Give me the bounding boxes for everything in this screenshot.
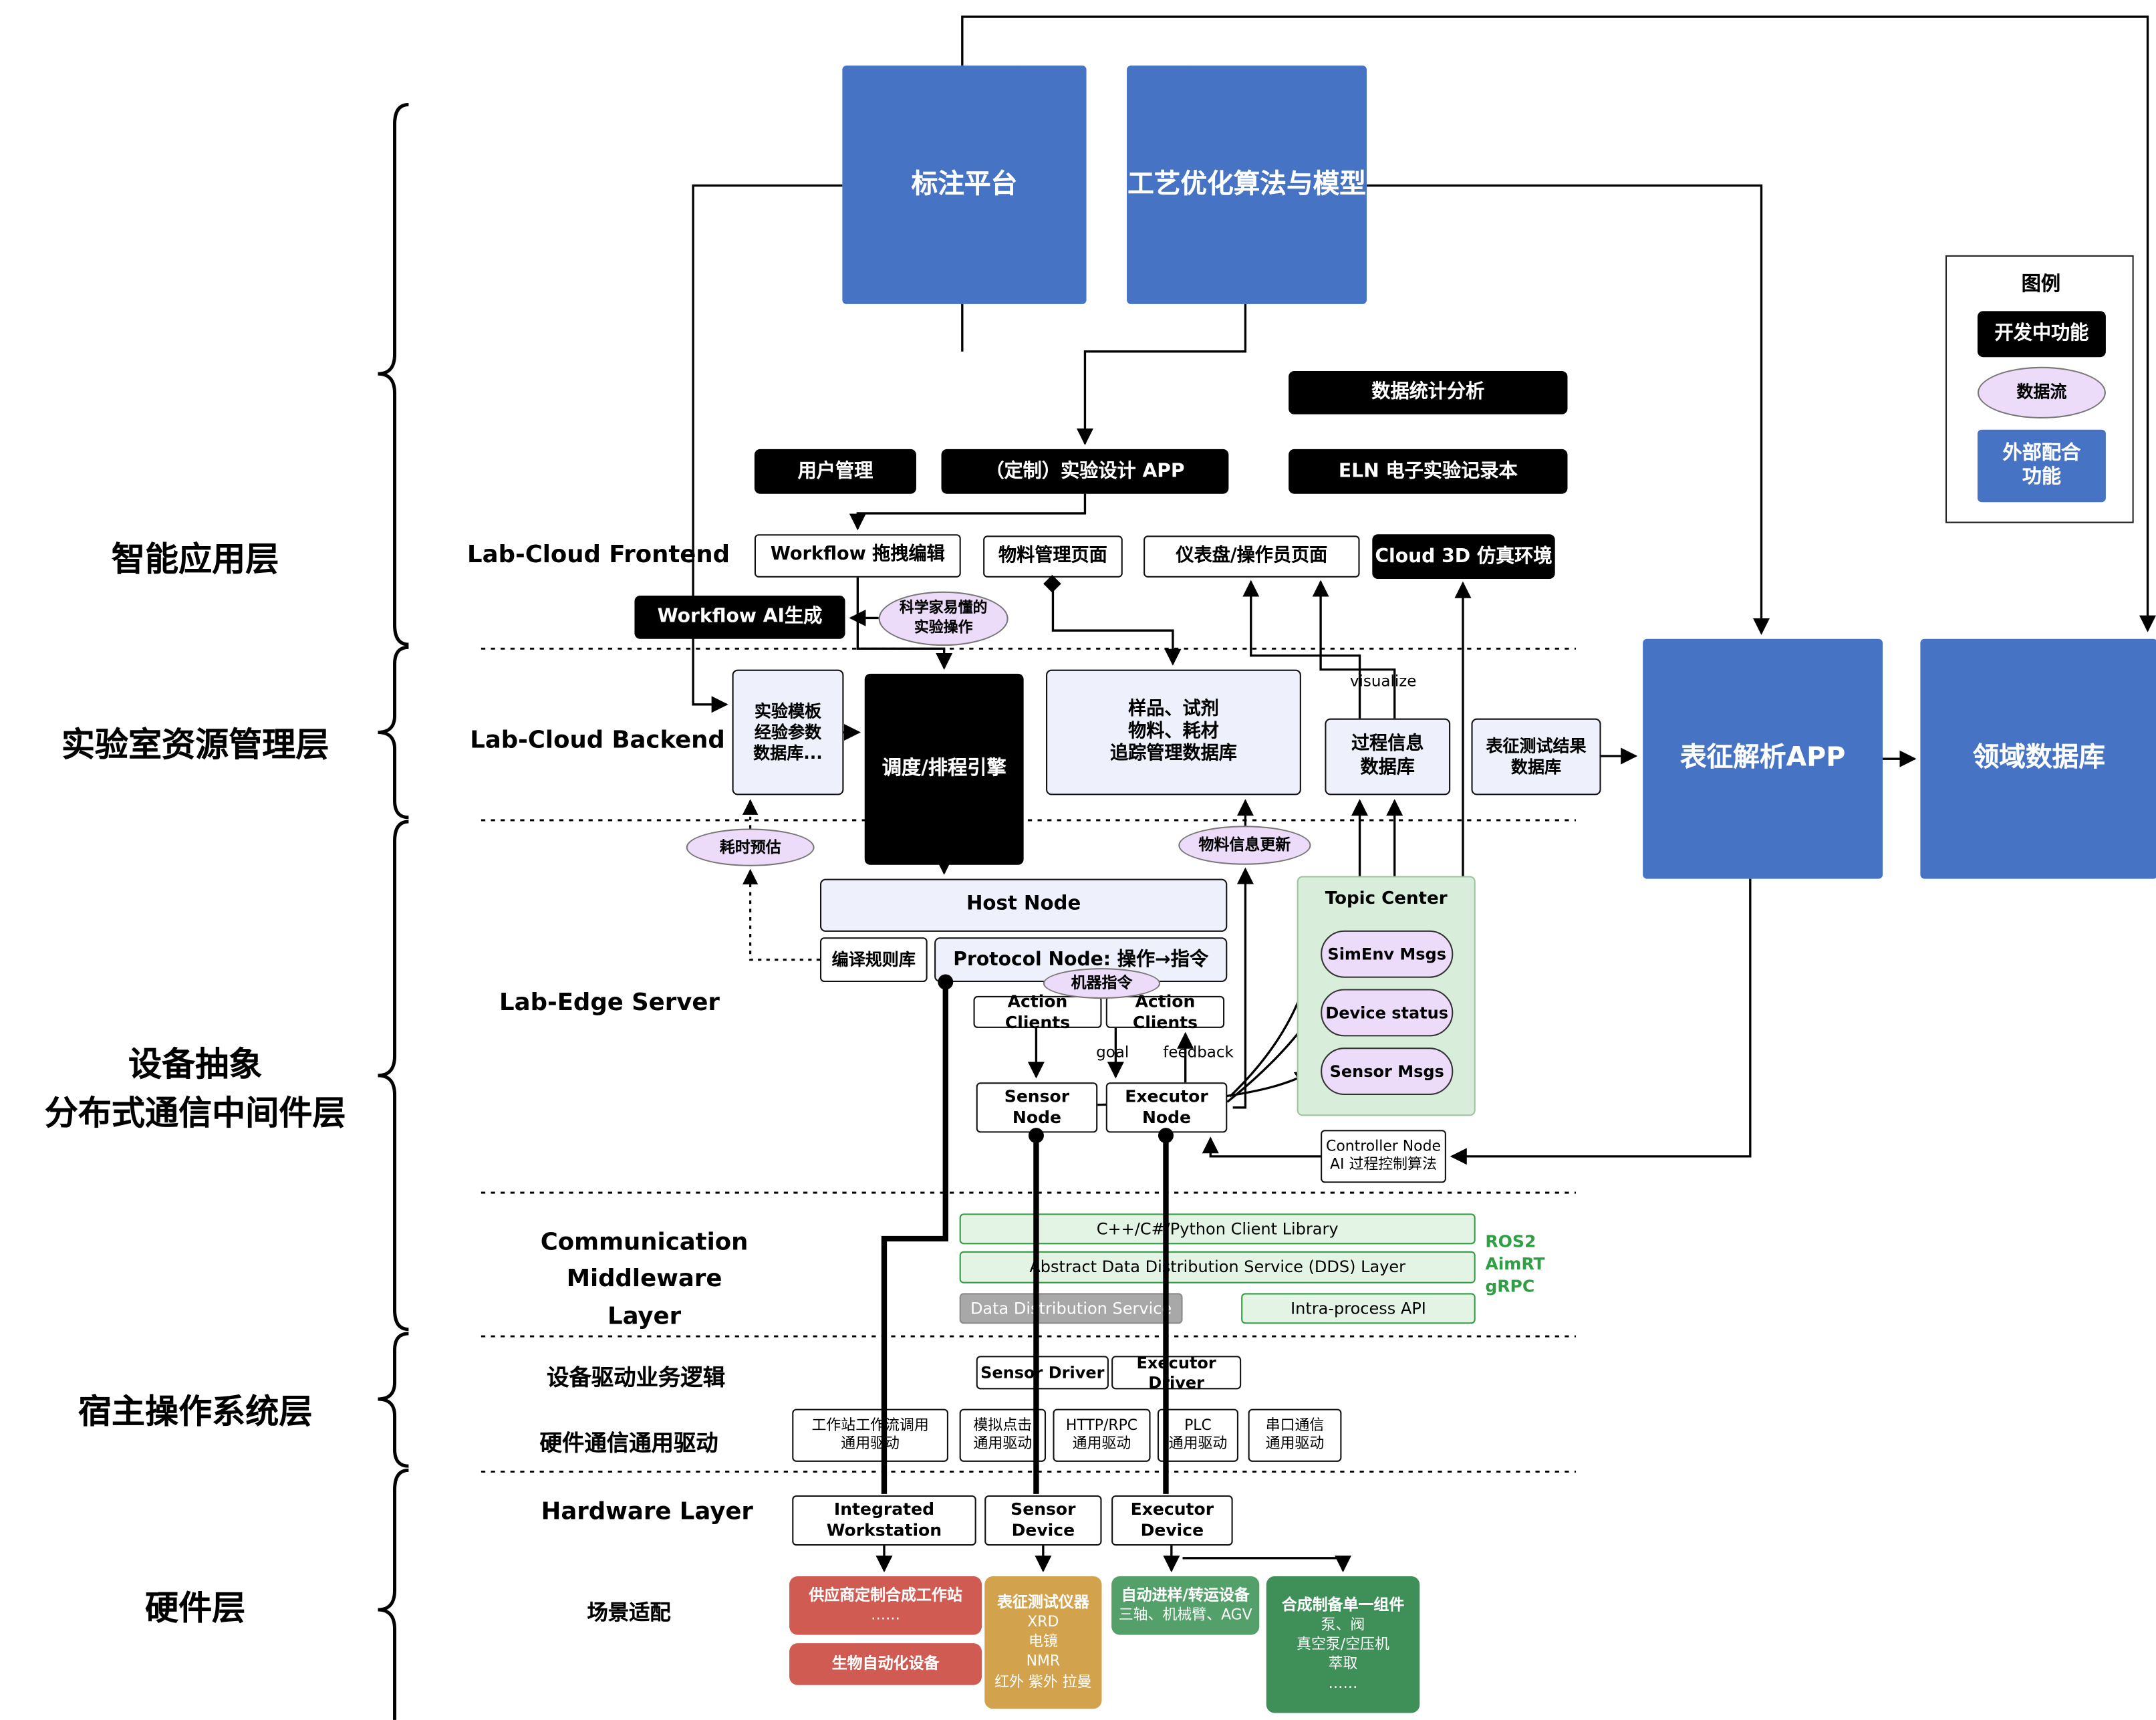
characterization-instrument-body: XRD 电镜 NMR 红外 紫外 拉曼	[994, 1614, 1092, 1691]
action-clients-box-1: Action Clients	[973, 991, 1102, 1031]
time-estimation-ellipse: 耗时预估	[686, 828, 815, 866]
section-lab-cloud-frontend: Lab-Cloud Frontend	[467, 541, 730, 570]
legend: 图例 开发中功能 数据流 外部配合 功能	[1945, 255, 2134, 523]
characterization-result-db-box: 表征测试结果 数据库	[1471, 718, 1601, 795]
http-rpc-driver-box: HTTP/RPC 通用驱动	[1053, 1408, 1151, 1462]
sample-tracking-db-box: 样品、试剂 物料、耗材 追踪管理数据库	[1046, 669, 1301, 795]
sensor-node-box: Sensor Node	[976, 1082, 1098, 1133]
material-management-page-box: 物料管理页面	[983, 535, 1123, 578]
section-lab-cloud-backend: Lab-Cloud Backend	[470, 727, 725, 755]
legend-developing-feature: 开发中功能	[1977, 311, 2106, 358]
transfer-equipment-title: 自动进样/转运设备	[1121, 1586, 1250, 1604]
simenv-msgs-pill: SimEnv Msgs	[1321, 930, 1454, 978]
goal-label: goal	[1096, 1043, 1129, 1062]
characterization-instrument-title: 表征测试仪器	[996, 1593, 1089, 1612]
layer-braces	[378, 102, 409, 1720]
annotation-platform-box: 标注平台	[842, 66, 1087, 304]
section-hardware-layer: Hardware Layer	[541, 1498, 753, 1526]
synthesis-component-body: 泵、阀 真空泵/空压机 萃取 ……	[1297, 1616, 1389, 1693]
simulated-click-driver-box: 模拟点击 通用驱动	[959, 1408, 1047, 1462]
transfer-equipment-body: 三轴、机械臂、AGV	[1118, 1606, 1252, 1624]
data-statistics-box: 数据统计分析	[1289, 371, 1568, 414]
section-scenario-adaptation: 场景适配	[587, 1600, 671, 1626]
compile-rule-lib-box: 编译规则库	[819, 937, 928, 983]
scheduling-engine-box: 调度/排程引擎	[864, 673, 1024, 865]
vendor-workstation-body: ……	[871, 1606, 900, 1624]
characterization-analysis-app-box: 表征解析APP	[1643, 638, 1883, 879]
process-optimization-box: 工艺优化算法与模型	[1127, 66, 1367, 304]
legend-external-feature: 外部配合 功能	[1977, 429, 2106, 503]
executor-device-box: Executor Device	[1111, 1495, 1233, 1546]
transfer-equipment-box: 自动进样/转运设备 三轴、机械臂、AGV	[1111, 1576, 1260, 1635]
layer-label-hardware: 硬件层	[145, 1588, 246, 1628]
layer-label-device-abstraction: 设备抽象 分布式通信中间件层	[44, 1044, 346, 1132]
section-communication-middleware: Communication Middleware Layer	[540, 1229, 749, 1331]
dds-service-bar: Data Distribution Service	[959, 1293, 1183, 1324]
sensor-device-box: Sensor Device	[984, 1495, 1102, 1546]
material-info-update-ellipse: 物料信息更新	[1178, 826, 1311, 865]
layer-separators	[481, 647, 1576, 1473]
topic-center-box: Topic Center SimEnv Msgs Device status S…	[1297, 876, 1476, 1116]
client-library-bar: C++/C#/Python Client Library	[959, 1213, 1476, 1245]
host-node-box: Host Node	[819, 878, 1228, 932]
executor-driver-box: Executor Driver	[1111, 1352, 1242, 1392]
section-device-driver-logic: 设备驱动业务逻辑	[546, 1364, 726, 1391]
experiment-design-app-box: （定制）实验设计 APP	[941, 449, 1229, 494]
cloud-3d-sim-box: Cloud 3D 仿真环境	[1372, 534, 1555, 579]
vendor-workstation-title: 供应商定制合成工作站	[809, 1586, 962, 1604]
process-info-db-box: 过程信息 数据库	[1325, 718, 1451, 795]
synthesis-component-box: 合成制备单一组件 泵、阀 真空泵/空压机 萃取 ……	[1266, 1576, 1420, 1713]
layer-label-intelligent-app: 智能应用层	[111, 539, 279, 579]
feedback-label: feedback	[1163, 1043, 1234, 1062]
section-lab-edge-server: Lab-Edge Server	[499, 989, 720, 1017]
executor-node-box: Executor Node	[1105, 1082, 1228, 1133]
eln-box: ELN 电子实验记录本	[1289, 449, 1568, 494]
sensor-msgs-pill: Sensor Msgs	[1321, 1048, 1454, 1096]
workstation-flow-driver-box: 工作站工作流调用 通用驱动	[792, 1408, 948, 1462]
layer-label-lab-resource: 实验室资源管理层	[61, 725, 329, 765]
legend-data-flow: 数据流	[1977, 366, 2106, 419]
workflow-drag-edit-box: Workflow 拖拽编辑	[754, 534, 961, 578]
action-clients-box-2: Action Clients	[1105, 991, 1225, 1031]
workflow-ai-generate-box: Workflow AI生成	[634, 596, 845, 639]
topic-center-title: Topic Center	[1325, 887, 1448, 908]
scientist-friendly-ops-ellipse: 科学家易懂的 实验操作	[878, 591, 1008, 646]
integrated-workstation-box: Integrated Workstation	[792, 1495, 976, 1546]
characterization-instrument-box: 表征测试仪器 XRD 电镜 NMR 红外 紫外 拉曼	[984, 1576, 1102, 1709]
machine-command-ellipse: 机器指令	[1043, 968, 1161, 999]
synthesis-component-title: 合成制备单一组件	[1281, 1595, 1405, 1614]
legend-title: 图例	[2021, 273, 2061, 296]
intra-process-api-bar: Intra-process API	[1241, 1293, 1476, 1324]
serial-driver-box: 串口通信 通用驱动	[1248, 1408, 1342, 1462]
section-hw-generic-driver: 硬件通信通用驱动	[539, 1429, 718, 1457]
visualize-label: visualize	[1349, 672, 1417, 691]
experiment-template-db-box: 实验模板 经验参数 数据库...	[732, 669, 844, 795]
bio-automation-title: 生物自动化设备	[831, 1654, 940, 1673]
vendor-workstation-box: 供应商定制合成工作站 ……	[789, 1576, 982, 1635]
plc-driver-box: PLC 通用驱动	[1157, 1408, 1238, 1462]
domain-database-box: 领域数据库	[1920, 638, 2156, 879]
dds-layer-bar: Abstract Data Distribution Service (DDS)…	[959, 1251, 1476, 1283]
bio-automation-box: 生物自动化设备	[789, 1643, 982, 1685]
dashboard-operator-page-box: 仪表盘/操作员页面	[1143, 535, 1360, 578]
device-status-pill: Device status	[1321, 989, 1454, 1037]
middleware-stacks-label: ROS2 AimRT gRPC	[1485, 1231, 1545, 1297]
sensor-driver-box: Sensor Driver	[976, 1356, 1109, 1390]
user-management-box: 用户管理	[754, 449, 916, 494]
controller-node-box: Controller Node AI 过程控制算法	[1321, 1130, 1446, 1183]
layer-label-host-os: 宿主操作系统层	[78, 1392, 313, 1431]
